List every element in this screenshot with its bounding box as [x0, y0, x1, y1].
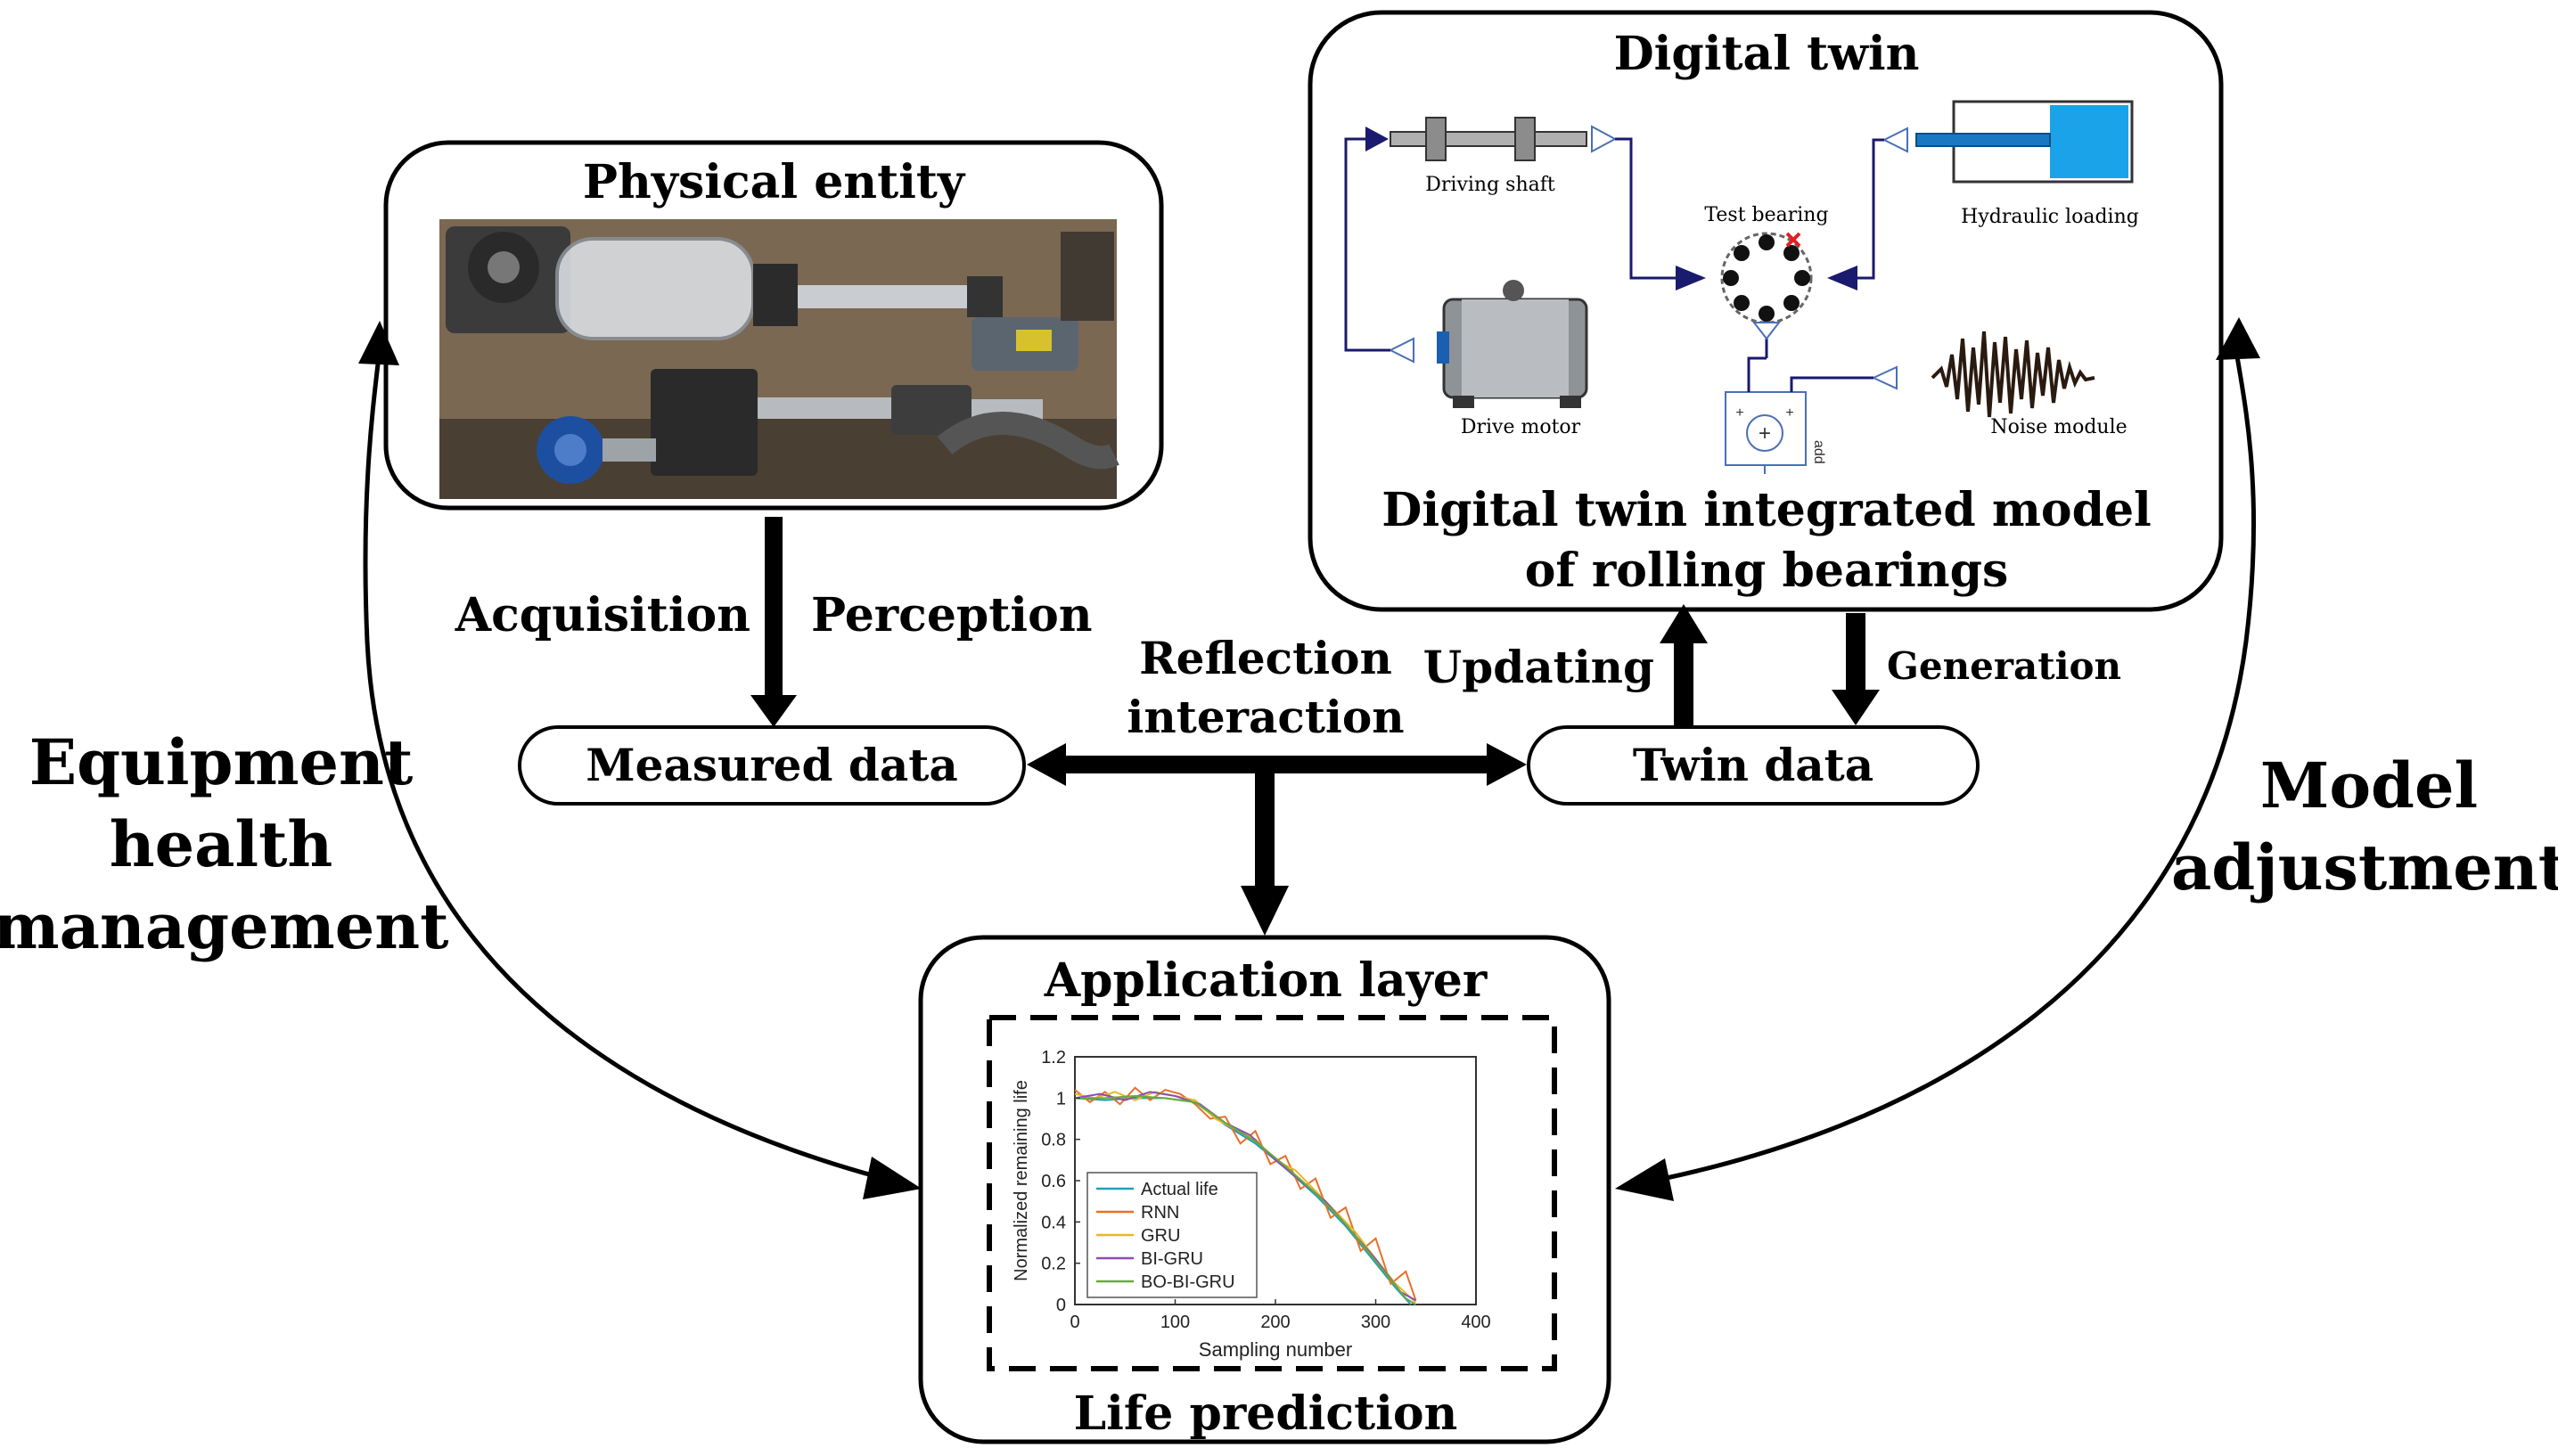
digital-twin-title: Digital twin	[1614, 27, 1920, 81]
legend-entry: Actual life	[1141, 1180, 1218, 1199]
svg-text:+: +	[1785, 405, 1793, 421]
twin-model-title-line1: Digital twin integrated model	[1381, 483, 2152, 537]
model-adjustment-label-line2: adjustment	[2171, 830, 2558, 904]
model-adjustment-label-line1: Model	[2260, 748, 2478, 822]
noise-module-label: Noise module	[1990, 416, 2127, 438]
physical-entity-photo	[439, 219, 1119, 499]
application-down-arrow	[1241, 773, 1289, 936]
equipment-health-arc	[358, 321, 922, 1199]
add-block-label: add	[1811, 440, 1826, 464]
test-bearing-icon	[1676, 232, 1857, 324]
x-tick-labels: 0 100 200 300 400	[1070, 1299, 1491, 1332]
twin-connections	[1344, 137, 1884, 392]
y-tick-label: 0.8	[1041, 1131, 1066, 1150]
svg-text:+: +	[1735, 405, 1743, 421]
generation-label: Generation	[1887, 644, 2121, 688]
reflection-label-line1: Reflection	[1139, 632, 1392, 684]
reflection-interaction-arrow	[1027, 743, 1527, 786]
driving-shaft-icon	[1365, 117, 1618, 161]
reflection-label-line2: interaction	[1127, 691, 1404, 743]
legend-entry: GRU	[1141, 1226, 1180, 1246]
digital-twin-box: Digital twin Driving shaft Hydraulic loa…	[1308, 10, 2224, 612]
series-line-bo-bi-gru	[1075, 1095, 1417, 1305]
twin-data-node: Twin data	[1527, 725, 1980, 806]
life-prediction-label: Life prediction	[1074, 1386, 1458, 1441]
equipment-health-label-line3: management	[0, 889, 449, 963]
twin-model-title-line2: of rolling bearings	[1525, 544, 2009, 598]
y-axis-label: Normalized remaining life	[1012, 1080, 1031, 1281]
acquisition-label: Acquisition	[455, 588, 750, 642]
driving-shaft-label: Driving shaft	[1425, 174, 1555, 196]
y-tick-label: 1	[1056, 1089, 1066, 1108]
equipment-health-label-line1: Equipment	[29, 725, 414, 799]
y-tick-label: 0.2	[1041, 1255, 1066, 1274]
series-line-actual-life	[1074, 1097, 1412, 1305]
x-tick-label: 300	[1361, 1313, 1390, 1332]
x-tick-label: 100	[1160, 1313, 1190, 1332]
y-tick-label: 0.6	[1041, 1172, 1066, 1191]
x-axis-label: Sampling number	[1199, 1338, 1352, 1361]
y-tick-labels: 0 0.2 0.4 0.6 0.8 1 1.2	[1041, 1048, 1080, 1315]
physical-entity-box: Physical entity	[383, 140, 1164, 511]
y-tick-label: 1.2	[1041, 1048, 1066, 1067]
legend-entry: RNN	[1141, 1203, 1179, 1223]
life-prediction-chart: 0 100 200 300 400 0 0.2 0.4 0.6 0.8 1 1.2 Sampling…	[1012, 1048, 1491, 1361]
x-tick-label: 200	[1260, 1313, 1290, 1332]
acquisition-arrow	[750, 517, 797, 727]
y-tick-label: 0	[1056, 1296, 1066, 1315]
hydraulic-loading-label: Hydraulic loading	[1961, 206, 2139, 228]
model-adjustment-arc	[1615, 317, 2260, 1201]
twin-data-label: Twin data	[1633, 739, 1873, 791]
updating-arrow	[1660, 604, 1708, 727]
equipment-health-label-line2: health	[110, 807, 333, 881]
legend-entry: BI-GRU	[1141, 1249, 1203, 1269]
y-tick-label: 0.4	[1041, 1213, 1066, 1232]
svg-text:+: +	[1759, 421, 1771, 446]
measured-data-label: Measured data	[586, 739, 957, 791]
measured-data-node: Measured data	[518, 725, 1026, 806]
updating-label: Updating	[1423, 641, 1654, 693]
test-bearing-label: Test bearing	[1704, 204, 1828, 226]
noise-module-icon	[1871, 331, 2095, 418]
legend-box	[1086, 1172, 1258, 1298]
hydraulic-loading-icon	[1882, 100, 2134, 184]
x-tick-label: 0	[1070, 1313, 1079, 1332]
perception-label: Perception	[811, 588, 1093, 642]
generation-arrow	[1832, 613, 1880, 725]
add-block-icon: + + + add	[1725, 391, 1826, 474]
legend-entry: BO-BI-GRU	[1141, 1272, 1235, 1292]
drive-motor-icon	[1388, 280, 1588, 408]
drive-motor-label: Drive motor	[1461, 416, 1581, 438]
application-layer-title: Application layer	[1044, 953, 1488, 1008]
physical-entity-title: Physical entity	[583, 155, 966, 209]
x-tick-label: 400	[1461, 1313, 1490, 1332]
chart-series-group	[1074, 1086, 1417, 1305]
chart-frame	[987, 1015, 1557, 1371]
